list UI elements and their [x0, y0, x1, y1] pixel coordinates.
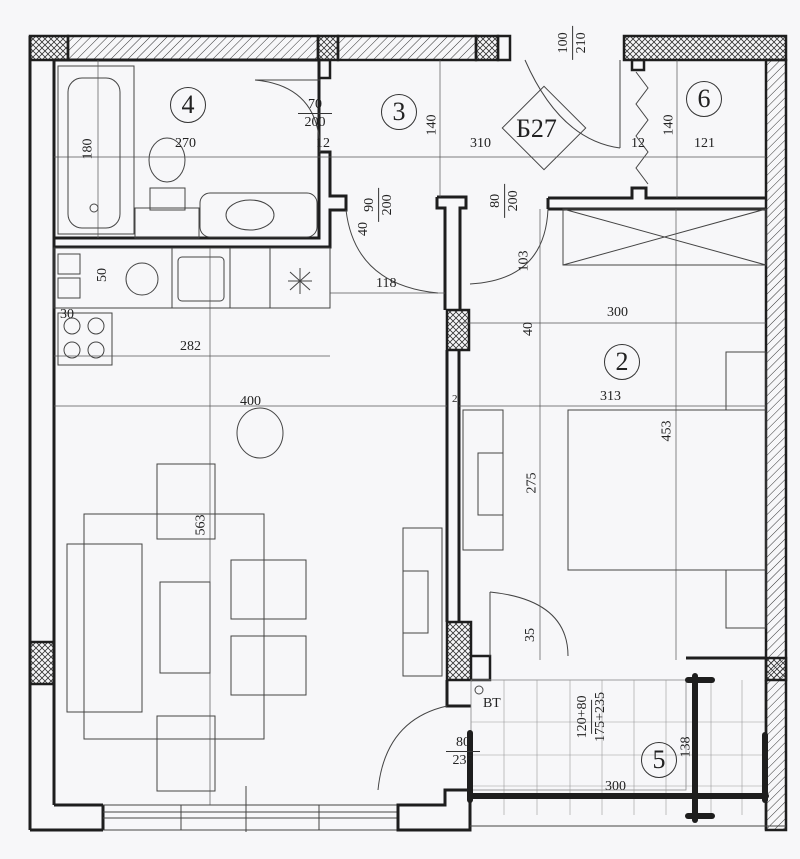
dim-wall-12-a: 12 — [316, 136, 330, 151]
dim-hall-depth: 140 — [424, 114, 440, 136]
room-number-3: 3 — [381, 94, 417, 130]
riser-marker-icon — [474, 685, 484, 695]
bath-door-swing — [254, 79, 321, 153]
dim-hall-width: 310 — [470, 136, 491, 151]
dim-bedroom-width-a: 300 — [607, 305, 628, 320]
bedroom-top-wall — [546, 186, 767, 266]
living-furniture — [66, 407, 443, 792]
plant — [236, 407, 284, 459]
dim-wall-12-b: 12 — [631, 136, 645, 151]
exterior-wall-right — [764, 58, 788, 832]
dim-balcony-width: 300 — [605, 779, 626, 794]
fridge-snowflake-icon — [288, 268, 312, 294]
dim-bedroom-width-b: 313 — [600, 389, 621, 404]
dim-bath-width: 270 — [175, 136, 196, 151]
dim-bedroom-length: 453 — [659, 420, 675, 442]
bathtub — [57, 65, 135, 235]
dim-storage-width: 121 — [694, 136, 715, 151]
dim-living-length: 563 — [193, 514, 209, 536]
dim-bedroom-door-offset: 103 — [516, 250, 532, 272]
entry-door-swing — [524, 59, 621, 149]
partition-wall — [435, 195, 492, 708]
dim-kitchen-gap: 118 — [376, 276, 397, 291]
dimension-lines — [54, 60, 766, 805]
room-number-4: 4 — [170, 87, 206, 123]
dim-bedroom-pier: 40 — [521, 322, 536, 336]
room-number-2: 2 — [604, 344, 640, 380]
dim-kitchen-run: 282 — [180, 339, 201, 354]
cooktop — [57, 312, 113, 366]
riser-label: ВТ — [483, 696, 501, 711]
dim-partition: 2 — [452, 393, 458, 405]
bedroom-balcony-door-swing — [489, 591, 569, 657]
toilet — [134, 137, 200, 239]
dim-kitchen-door-offset: 40 — [356, 222, 371, 236]
dim-living-width: 400 — [240, 394, 261, 409]
dim-hob-offset: 30 — [60, 307, 74, 322]
washbasin — [199, 192, 318, 238]
dim-bedroom-side: 275 — [524, 472, 540, 494]
dim-bath-tub-length: 180 — [80, 138, 96, 160]
dim-storage-depth: 140 — [661, 114, 677, 136]
room-number-6: 6 — [686, 81, 722, 117]
bedroom-door-swing — [469, 208, 549, 285]
living-balcony-door-swing — [377, 705, 448, 791]
apartment-code-badge: Б27 — [501, 85, 587, 171]
dim-balcony-depth: 138 — [678, 736, 694, 758]
dim-kitchen-counter-depth: 50 — [95, 268, 110, 282]
kitchen-door-swing — [345, 209, 439, 294]
bed — [567, 351, 767, 629]
bedroom-desk — [462, 409, 504, 551]
room-number-5: 5 — [641, 742, 677, 778]
apartment-code: Б27 — [516, 114, 557, 143]
exterior-wall-top — [28, 34, 788, 72]
dim-bedroom-pier-b: 35 — [523, 628, 538, 642]
living-window — [103, 786, 472, 832]
balcony — [467, 656, 788, 830]
kitchen-counter — [53, 247, 331, 366]
folding-door — [635, 71, 649, 185]
